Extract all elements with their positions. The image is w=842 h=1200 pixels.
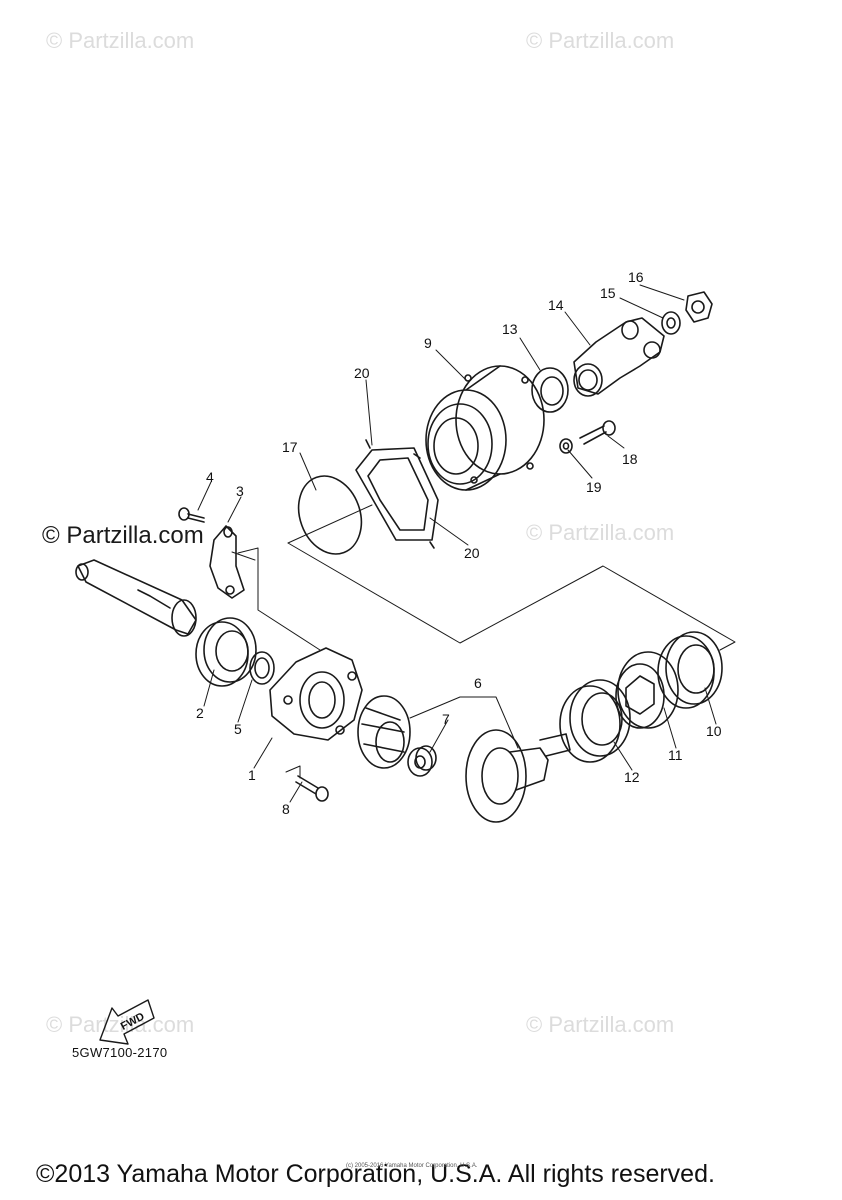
- part-code: 5GW7100-2170: [72, 1045, 168, 1060]
- reference-line-bolt: [285, 765, 301, 779]
- reference-line-plate: [237, 547, 321, 651]
- stopper-plate-3: [209, 525, 245, 599]
- forward-arrow: [99, 999, 155, 1045]
- callout-20-top: 20: [354, 365, 370, 381]
- reference-line-cover: [287, 504, 373, 544]
- reference-line-cover-lower: [287, 542, 736, 651]
- fine-print: (c) 2005-2016 Yamaha Motor Corporation, …: [346, 1163, 478, 1169]
- bearing-2: [195, 617, 257, 687]
- watermark-top-right: © Partzilla.com: [526, 28, 675, 53]
- callouts: 1 2 3 4 5 6 7 8 9 10 11 12 13 14 15 16 1…: [119, 269, 722, 1033]
- watermark-top-left: © Partzilla.com: [46, 28, 195, 53]
- watermark-bottom-right: © Partzilla.com: [526, 1012, 675, 1037]
- callout-10: 10: [706, 723, 722, 739]
- leader-lines: [197, 284, 717, 803]
- callout-14: 14: [548, 297, 564, 313]
- washer-19: [559, 438, 573, 454]
- watermark-mid-right: © Partzilla.com: [526, 520, 675, 545]
- copyright-text: ©2013 Yamaha Motor Corporation, U.S.A. A…: [36, 1160, 715, 1188]
- callout-18: 18: [622, 451, 638, 467]
- drive-shaft: [75, 559, 197, 637]
- bolt-18: [579, 420, 616, 445]
- callout-17: 17: [282, 439, 298, 455]
- oil-seal-13: [531, 367, 569, 413]
- o-ring-17: [297, 475, 363, 555]
- pinion-gear: [465, 729, 571, 823]
- screw-4: [178, 507, 205, 523]
- callout-9: 9: [424, 335, 432, 351]
- callout-7: 7: [442, 711, 450, 727]
- callout-13: 13: [502, 321, 518, 337]
- ring-5: [249, 651, 275, 685]
- bearing-10: [657, 631, 723, 709]
- callout-5: 5: [234, 721, 242, 737]
- callout-8: 8: [282, 801, 290, 817]
- callout-19: 19: [586, 479, 602, 495]
- retainer-1: [269, 647, 363, 741]
- callout-15: 15: [600, 285, 616, 301]
- bearing-12: [559, 679, 631, 763]
- callout-12: 12: [624, 769, 640, 785]
- washer-15: [661, 311, 681, 335]
- housing-9: [425, 365, 545, 491]
- callout-16: 16: [628, 269, 644, 285]
- spacer-7: [407, 745, 437, 777]
- callout-20-bottom: 20: [464, 545, 480, 561]
- nut-16: [685, 291, 713, 323]
- watermark-bottom-left: © Partzilla.com: [46, 1012, 195, 1037]
- bolt-8: [295, 775, 329, 802]
- watermark-mid-left: © Partzilla.com: [42, 522, 204, 549]
- callout-6: 6: [474, 675, 482, 691]
- collar-11: [615, 651, 679, 729]
- gasket-20: [355, 439, 439, 549]
- yoke-14: [573, 317, 665, 397]
- reference-lines: [231, 504, 736, 779]
- callout-3: 3: [236, 483, 244, 499]
- callout-2: 2: [196, 705, 204, 721]
- reference-line-gear: [409, 696, 519, 749]
- ring-gear: [357, 695, 411, 769]
- callout-4: 4: [206, 469, 214, 485]
- callout-1: 1: [248, 767, 256, 783]
- callout-11: 11: [668, 747, 683, 763]
